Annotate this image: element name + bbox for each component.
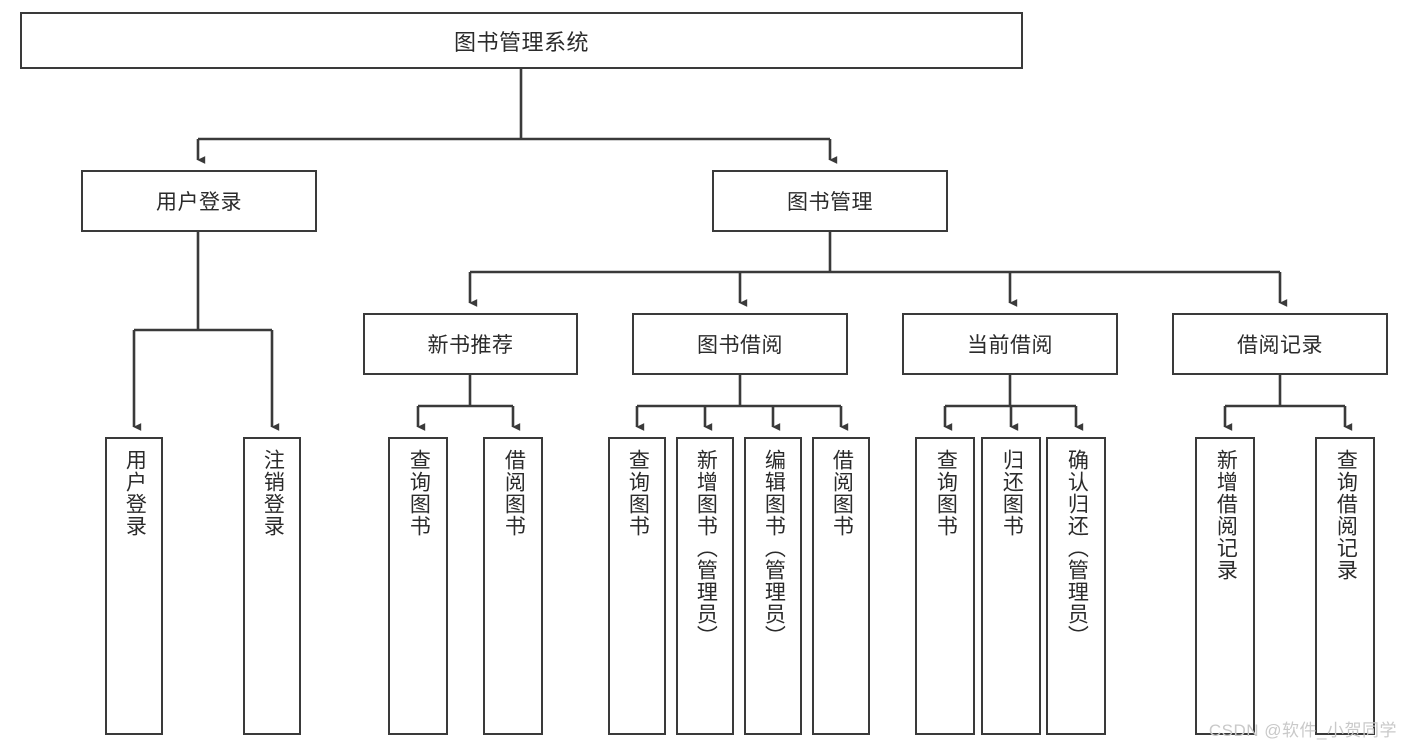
node-new-book-rec[interactable]: 新书推荐 bbox=[363, 313, 578, 375]
node-user-login-label: 用户登录 bbox=[156, 191, 242, 214]
node-book-manage-label: 图书管理 bbox=[787, 191, 873, 214]
node-book-borrow[interactable]: 图书借阅 bbox=[632, 313, 848, 375]
node-root-label: 图书管理系统 bbox=[453, 29, 589, 55]
node-leaf-borrow-edit-book[interactable]: 编辑图书（管理员） bbox=[744, 437, 802, 735]
node-leaf-borrow-borrow-book[interactable]: 借阅图书 bbox=[812, 437, 870, 735]
csdn-watermark: CSDN @软件_小贺同学 bbox=[1208, 721, 1397, 740]
node-leaf-borrow-add-book-label: 新增图书（管理员） bbox=[694, 449, 718, 647]
node-leaf-record-add-label: 新增借阅记录 bbox=[1214, 449, 1238, 581]
node-root[interactable]: 图书管理系统 bbox=[20, 12, 1023, 69]
node-leaf-rec-borrow-book-label: 借阅图书 bbox=[502, 449, 526, 537]
node-leaf-record-query-label: 查询借阅记录 bbox=[1334, 449, 1358, 581]
node-leaf-rec-borrow-book[interactable]: 借阅图书 bbox=[483, 437, 543, 735]
node-leaf-current-query-book-label: 查询图书 bbox=[934, 449, 958, 537]
node-leaf-borrow-add-book[interactable]: 新增图书（管理员） bbox=[676, 437, 734, 735]
node-current-borrow-label: 当前借阅 bbox=[967, 334, 1053, 357]
node-leaf-current-return-book[interactable]: 归还图书 bbox=[981, 437, 1041, 735]
node-borrow-record[interactable]: 借阅记录 bbox=[1172, 313, 1388, 375]
node-leaf-current-confirm-return-label: 确认归还（管理员） bbox=[1065, 449, 1089, 647]
node-book-manage[interactable]: 图书管理 bbox=[712, 170, 948, 232]
node-leaf-rec-query-book[interactable]: 查询图书 bbox=[388, 437, 448, 735]
node-book-borrow-label: 图书借阅 bbox=[697, 334, 783, 357]
node-leaf-record-add[interactable]: 新增借阅记录 bbox=[1195, 437, 1255, 735]
node-leaf-borrow-borrow-book-label: 借阅图书 bbox=[830, 449, 854, 537]
node-leaf-borrow-query-book-label: 查询图书 bbox=[626, 449, 650, 537]
node-new-book-rec-label: 新书推荐 bbox=[427, 334, 514, 357]
node-current-borrow[interactable]: 当前借阅 bbox=[902, 313, 1118, 375]
node-leaf-borrow-edit-book-label: 编辑图书（管理员） bbox=[762, 449, 786, 647]
node-leaf-user-logout[interactable]: 注销登录 bbox=[243, 437, 301, 735]
node-leaf-current-confirm-return[interactable]: 确认归还（管理员） bbox=[1046, 437, 1106, 735]
node-leaf-current-return-book-label: 归还图书 bbox=[1000, 449, 1024, 537]
node-leaf-current-query-book[interactable]: 查询图书 bbox=[915, 437, 975, 735]
node-leaf-user-login[interactable]: 用户登录 bbox=[105, 437, 163, 735]
node-borrow-record-label: 借阅记录 bbox=[1237, 334, 1323, 357]
node-leaf-borrow-query-book[interactable]: 查询图书 bbox=[608, 437, 666, 735]
node-leaf-user-logout-label: 注销登录 bbox=[261, 449, 285, 537]
node-user-login[interactable]: 用户登录 bbox=[81, 170, 317, 232]
node-leaf-user-login-label: 用户登录 bbox=[123, 449, 147, 537]
node-leaf-rec-query-book-label: 查询图书 bbox=[407, 449, 431, 537]
node-leaf-record-query[interactable]: 查询借阅记录 bbox=[1315, 437, 1375, 735]
